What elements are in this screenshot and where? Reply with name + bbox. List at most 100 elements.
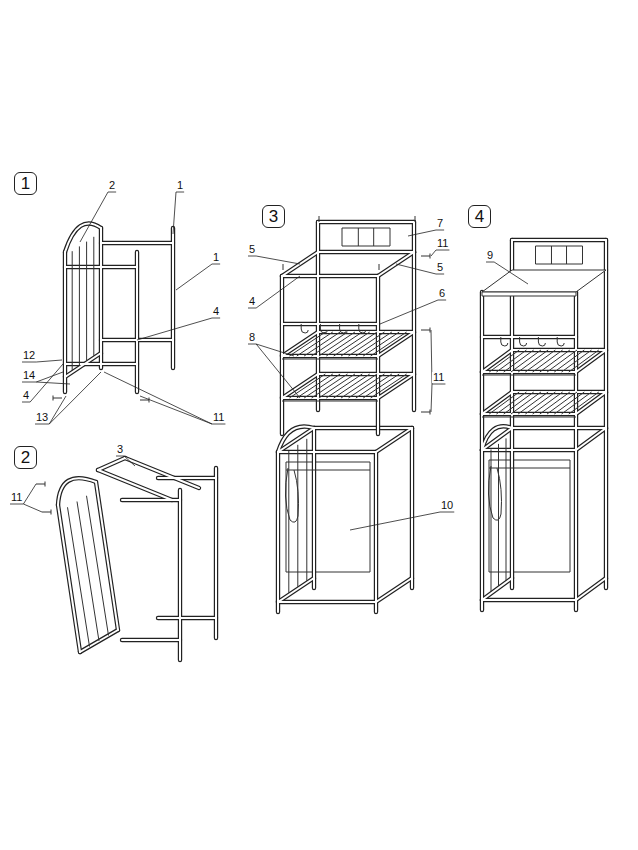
callout-underline <box>10 504 23 505</box>
wire-line <box>482 375 576 376</box>
frame-tube-highlight <box>100 228 102 368</box>
wire-line <box>36 482 45 487</box>
panel-surface <box>482 270 606 292</box>
frame-tube <box>282 332 318 356</box>
wire-line <box>334 332 370 356</box>
step-two-frame <box>36 458 216 660</box>
leader-line <box>408 230 436 236</box>
frame-tube-highlight <box>122 639 180 641</box>
wire-line <box>489 468 570 469</box>
wire-line <box>341 332 377 356</box>
wire-line <box>536 246 583 247</box>
wire-line <box>582 246 583 264</box>
frame-tube <box>178 490 182 660</box>
frame-tube <box>276 452 280 612</box>
frame-tube-highlight <box>172 228 174 368</box>
callout-underline <box>212 264 220 265</box>
wire-line <box>285 468 298 522</box>
wire-line <box>320 324 327 333</box>
frame-tube <box>512 238 606 242</box>
frame-tube-highlight <box>511 240 513 270</box>
frame-tube <box>278 450 376 454</box>
frame-tube-highlight <box>277 452 279 612</box>
frame-tube-highlight <box>376 428 412 452</box>
frame-tube <box>65 223 101 252</box>
leader-line <box>36 360 62 362</box>
callout-number: 12 <box>22 350 36 361</box>
wire-line <box>306 439 307 581</box>
wire-line <box>326 332 362 356</box>
frame-tube-highlight <box>482 336 576 338</box>
frame-tube-highlight <box>98 458 125 470</box>
leader-line <box>256 276 300 308</box>
callout-underline <box>35 424 49 425</box>
wire-line <box>297 374 333 398</box>
callout-underline <box>436 250 449 251</box>
wire-line <box>390 228 391 246</box>
frame-tube-highlight <box>318 251 414 253</box>
wire-line <box>342 228 390 229</box>
callout-underline <box>486 262 494 263</box>
frame-tube-highlight <box>215 468 217 638</box>
frame-tube-highlight <box>98 470 172 500</box>
callout-number: 3 <box>116 444 124 455</box>
wire-line <box>554 392 584 414</box>
leader-line <box>124 456 135 466</box>
frame-tube-highlight <box>282 374 318 398</box>
wire-line <box>421 328 430 333</box>
frame-tube-highlight <box>512 427 606 429</box>
frame-tube-highlight <box>64 252 66 392</box>
wire-line <box>312 332 348 356</box>
leader-lines <box>10 192 528 530</box>
frame-tube <box>214 468 218 638</box>
frame-tube <box>98 458 125 470</box>
frame-tube <box>576 428 606 450</box>
step-one-frame <box>53 223 173 402</box>
callout-underline <box>176 192 184 193</box>
frame-tube <box>125 458 199 488</box>
leader-line <box>23 504 42 512</box>
wire-line <box>348 374 384 398</box>
frame-tube-highlight <box>482 578 512 600</box>
callout-number: 8 <box>248 332 256 343</box>
callout-number: 6 <box>438 288 446 299</box>
wire-line <box>356 374 392 398</box>
callout-number: 5 <box>248 244 256 255</box>
frame-tube <box>576 578 606 600</box>
frame-tube-highlight <box>96 482 118 630</box>
frame-tube <box>574 450 578 610</box>
leader-line <box>380 300 438 324</box>
frame-tube <box>510 240 514 270</box>
frame-tube <box>135 252 139 392</box>
step-four-assembled <box>482 240 606 610</box>
callout-underline <box>436 274 444 275</box>
leader-line <box>176 264 212 290</box>
wire-line <box>363 374 399 398</box>
frame-tube <box>282 274 378 278</box>
callout-underline <box>436 230 444 231</box>
callout-number: 5 <box>436 262 444 273</box>
callout-number: 9 <box>486 250 494 261</box>
wire-line <box>482 417 576 418</box>
top-board <box>482 270 606 296</box>
frame-tube-highlight <box>278 451 376 453</box>
frame-tube-highlight <box>482 426 512 450</box>
frame-tube <box>314 426 412 430</box>
wire-line <box>87 496 109 636</box>
wire-line <box>77 502 99 642</box>
leader-line <box>256 344 300 398</box>
callout-number: 4 <box>248 296 256 307</box>
frame-tube <box>482 448 576 452</box>
frame-tube-highlight <box>158 617 216 619</box>
wire-line <box>356 332 392 356</box>
wire-line <box>506 438 507 580</box>
callout-underline <box>440 512 454 513</box>
leader-line <box>137 318 212 340</box>
wire-line <box>79 246 80 365</box>
wire-line <box>421 410 430 415</box>
frame-tube <box>480 450 484 610</box>
frame-tube-highlight <box>575 450 577 610</box>
frame-tube-highlight <box>378 332 414 356</box>
wire-line <box>348 332 384 356</box>
frame-tube-highlight <box>65 363 137 365</box>
